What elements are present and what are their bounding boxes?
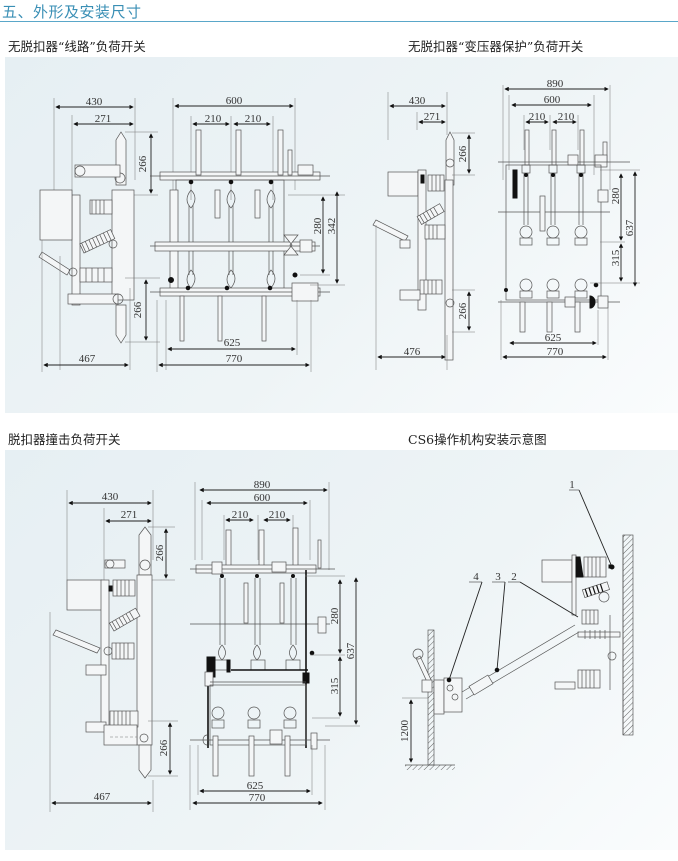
drawing-line-switch-front — [150, 98, 345, 372]
drawing-cs6-mechanism — [402, 489, 634, 770]
dim-600-p3: 600 — [254, 492, 271, 504]
dim-600-p2: 600 — [544, 94, 561, 106]
dim-637-p3: 637 — [345, 642, 357, 659]
section-title: 五、外形及安装尺寸 — [2, 3, 142, 21]
section-header: 五、外形及安装尺寸 — [0, 0, 678, 22]
dim-600: 600 — [226, 95, 243, 107]
dim-280-p2: 280 — [610, 187, 622, 204]
callout-1: 1 — [569, 479, 575, 491]
dim-210-b-p2: 210 — [558, 111, 575, 123]
drawing-trip-switch-side — [49, 490, 178, 812]
dim-271-p3: 271 — [121, 509, 138, 521]
dim-266-upper-p2: 266 — [457, 145, 469, 162]
callout-4: 4 — [473, 571, 479, 583]
caption-trip-switch: 脱扣器撞击负荷开关 — [8, 432, 121, 447]
dim-210-a-p2: 210 — [529, 111, 546, 123]
dim-342: 342 — [326, 218, 338, 235]
drawing-transformer-switch-side — [372, 92, 475, 370]
dim-280-p3: 280 — [329, 607, 341, 624]
dim-271-p2: 271 — [424, 111, 441, 123]
dim-315-p2: 315 — [610, 249, 622, 266]
callout-3: 3 — [495, 571, 501, 583]
caption-cs6-mechanism: CS6操作机构安装示意图 — [408, 432, 547, 447]
dim-625: 625 — [224, 337, 241, 349]
dim-430-p3: 430 — [102, 491, 119, 503]
dim-625-p2: 625 — [545, 332, 562, 344]
drawing-trip-switch-front — [189, 482, 360, 810]
dim-210-b-p3: 210 — [269, 509, 286, 521]
dim-266-upper-p3: 266 — [154, 544, 166, 561]
drawing-transformer-switch-front — [498, 85, 640, 360]
dim-770-p2: 770 — [547, 346, 564, 358]
caption-transformer-switch: 无脱扣器“变压器保护”负荷开关 — [408, 39, 584, 54]
dim-467: 467 — [79, 353, 96, 365]
dim-430-p2: 430 — [409, 95, 426, 107]
dim-280: 280 — [312, 217, 324, 234]
dim-770-p3: 770 — [249, 792, 266, 804]
dim-467-p3: 467 — [94, 791, 111, 803]
dim-210-a-p3: 210 — [232, 509, 249, 521]
dim-266-upper: 266 — [137, 155, 149, 172]
callout-2: 2 — [511, 571, 517, 583]
drawing-line-switch-side — [38, 98, 160, 372]
dim-430: 430 — [86, 96, 103, 108]
dim-476: 476 — [404, 346, 421, 358]
dim-271: 271 — [95, 113, 112, 125]
header-divider — [0, 21, 678, 22]
dim-266-lower: 266 — [132, 301, 144, 318]
dim-770: 770 — [226, 353, 243, 365]
dim-210-a: 210 — [205, 113, 222, 125]
dim-266-lower-p3: 266 — [158, 739, 170, 756]
dim-1200: 1200 — [399, 720, 411, 743]
dim-266-lower-p2: 266 — [457, 302, 469, 319]
dim-315-p3: 315 — [329, 677, 341, 694]
dim-890-p2: 890 — [547, 78, 564, 90]
caption-line-switch: 无脱扣器“线路”负荷开关 — [8, 39, 146, 54]
dim-637-p2: 637 — [624, 219, 636, 236]
dim-625-p3: 625 — [247, 780, 264, 792]
dim-210-b: 210 — [245, 113, 262, 125]
dim-890-p3: 890 — [254, 479, 271, 491]
